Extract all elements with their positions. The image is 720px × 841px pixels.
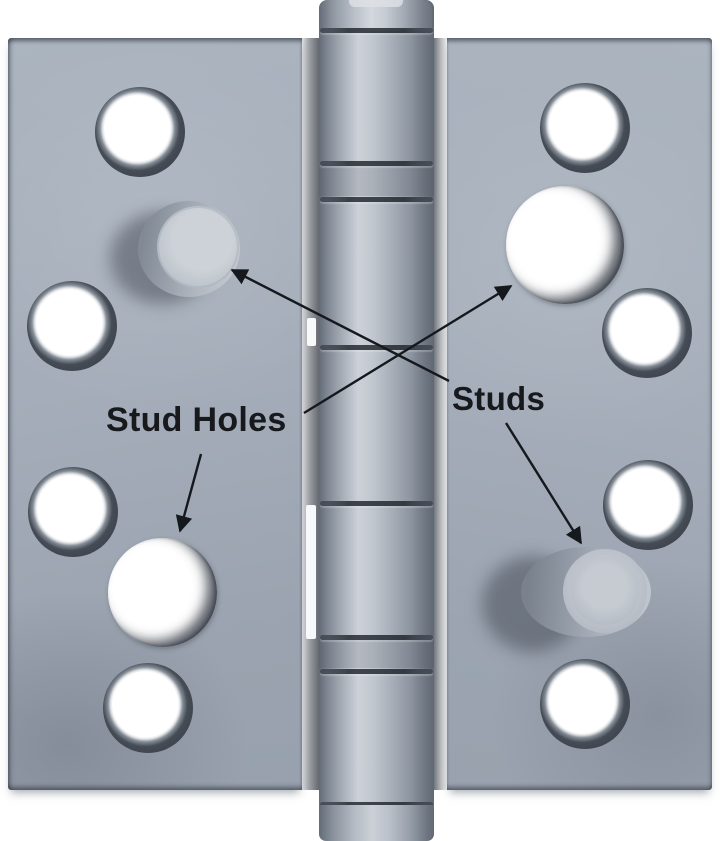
stud-top-left-face — [157, 206, 239, 288]
screw-hole — [27, 281, 117, 371]
stud-bottom-right-face — [563, 549, 647, 633]
knuckle-joint — [320, 345, 433, 350]
screw-hole — [602, 288, 692, 378]
bearing-ring-bottom — [319, 640, 434, 668]
screw-hole — [95, 87, 185, 177]
knuckle-joint — [320, 635, 433, 640]
knuckle-gap-highlight — [307, 318, 316, 346]
bearing-ring-top — [319, 166, 434, 196]
stud-holes-label: Stud Holes — [106, 401, 287, 439]
knuckle-joint — [320, 669, 433, 674]
knuckle-joint — [320, 501, 433, 506]
stud-hole-top-right — [506, 186, 624, 304]
screw-hole — [540, 83, 630, 173]
screw-hole — [540, 659, 630, 749]
barrel-bottom-cap — [320, 805, 433, 841]
studs-label: Studs — [452, 380, 546, 417]
knuckle-joint — [320, 28, 433, 33]
knuckle-joint — [320, 161, 433, 166]
leaf-barrel-gap-right — [433, 38, 449, 790]
hinge-pin-tip — [349, 0, 403, 7]
knuckle-joint — [320, 802, 433, 807]
knuckle-gap-highlight — [306, 505, 316, 639]
screw-hole — [28, 467, 118, 557]
stud-hole-bottom-left — [108, 538, 217, 647]
knuckle-joint — [320, 197, 433, 202]
screw-hole — [103, 663, 193, 753]
screw-hole — [603, 460, 693, 550]
hinge-barrel — [319, 0, 434, 841]
leaf-barrel-gap-left — [299, 38, 320, 790]
